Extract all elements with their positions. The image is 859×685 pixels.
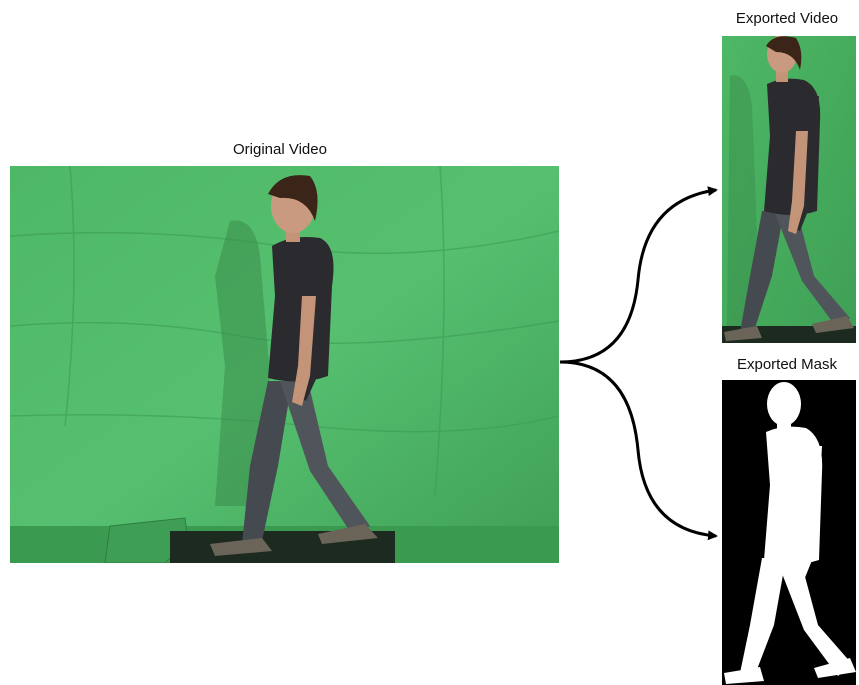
exported-mask-label: Exported Mask xyxy=(715,356,859,373)
exported-video-image xyxy=(722,36,856,343)
original-video-image xyxy=(10,166,559,563)
arrow-to-exported-mask xyxy=(560,362,716,536)
arrow-to-exported-video xyxy=(560,190,716,362)
exported-video-label: Exported Video xyxy=(715,10,859,27)
exported-mask-frame xyxy=(722,380,856,685)
original-video-label: Original Video xyxy=(180,141,380,158)
original-video-frame xyxy=(10,166,559,563)
exported-mask-image xyxy=(722,380,856,685)
exported-video-frame xyxy=(722,36,856,343)
